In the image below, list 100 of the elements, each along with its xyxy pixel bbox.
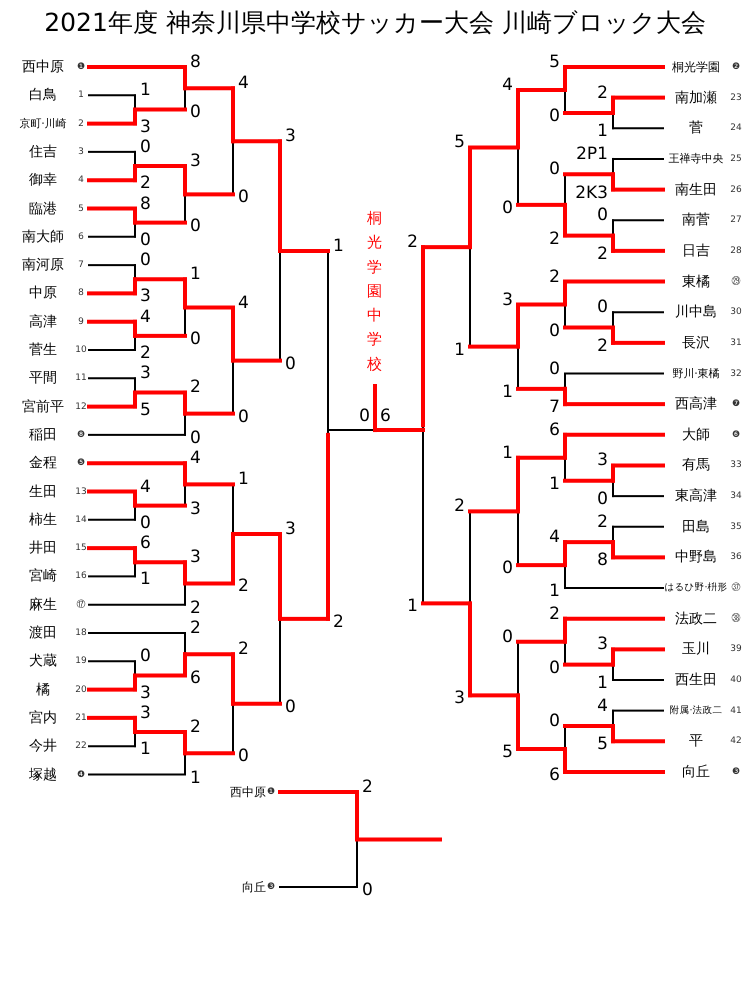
team-name: 南生田 (664, 180, 728, 200)
score: 0 (548, 710, 560, 731)
score: 1 (501, 382, 513, 402)
score: 1 (238, 469, 250, 490)
team-name: 高津 (10, 312, 76, 332)
score: 0 (548, 658, 560, 678)
score: 0 (548, 106, 560, 126)
score: 2 (596, 336, 608, 356)
score: 4 (140, 306, 152, 327)
score: 0 (140, 136, 152, 157)
seed-number: 35 (730, 520, 742, 534)
seed-number: 16 (75, 570, 87, 584)
score: 4 (548, 527, 560, 548)
team-name: 稲田 (10, 424, 76, 445)
seed-number: 4 (77, 174, 85, 188)
team-name: 向丘 (664, 762, 728, 782)
score: 0 (190, 328, 202, 349)
seed-number: 18 (75, 627, 87, 640)
seed-number: ㉙ (730, 275, 742, 289)
team-name: 生田 (10, 482, 76, 502)
seed-number: ㊲ (730, 582, 742, 596)
score: 0 (238, 187, 250, 208)
score: 1 (453, 340, 465, 360)
score: 6 (190, 668, 202, 688)
team-name: 今井 (10, 736, 76, 756)
seed-number: 22 (75, 740, 87, 754)
score: 1 (190, 264, 202, 284)
team-name: 日吉 (664, 240, 728, 261)
score: 1 (190, 768, 202, 788)
score: 4 (238, 292, 250, 313)
seed-number: 21 (75, 712, 87, 725)
seed-number: 8 (77, 287, 85, 300)
score: 2 (548, 228, 560, 249)
seed-number: 2 (77, 118, 85, 131)
score: 2 (140, 343, 152, 363)
score: 3 (190, 547, 202, 568)
score: 2 (596, 244, 608, 264)
team-name: 向丘 (242, 877, 266, 897)
seed-number: 12 (75, 400, 87, 414)
score: 0 (140, 250, 152, 270)
score: 4 (140, 476, 152, 496)
score: 5 (453, 132, 465, 152)
seed-number: 33 (730, 459, 742, 472)
score: 1 (596, 121, 608, 142)
seed-number: ❺ (76, 457, 86, 470)
team-name: 宮前平 (10, 396, 76, 417)
score: 3 (453, 688, 465, 708)
team-name: 渡田 (10, 623, 76, 643)
seed-number: 36 (730, 551, 742, 564)
score: 2K3 (574, 182, 608, 203)
seed-number: 31 (730, 336, 742, 350)
seed-number: ❶ (76, 61, 86, 74)
seed-number: ❸ (730, 766, 742, 779)
score: 2 (140, 173, 152, 194)
score: 1 (333, 236, 345, 256)
score: 0 (140, 512, 152, 533)
score: 3 (285, 126, 297, 146)
seed-number: 39 (730, 643, 742, 656)
score: 2 (190, 717, 202, 738)
seed-number: 24 (730, 122, 742, 136)
score: 4 (501, 74, 513, 95)
score: 3 (285, 518, 297, 539)
score: 2 (548, 266, 560, 287)
score: 8 (140, 194, 152, 214)
seed-number: 32 (730, 368, 742, 380)
score: 4 (190, 448, 202, 468)
score: 3 (140, 702, 152, 723)
team-name: 附属·法政二 (664, 700, 728, 721)
team-name: 塚越 (10, 764, 76, 784)
seed-number: 23 (730, 92, 742, 105)
score: 4 (238, 73, 250, 94)
score: 5 (140, 400, 152, 420)
score: 0 (190, 102, 202, 122)
score: 0 (362, 880, 374, 900)
score: 0 (238, 406, 250, 427)
seed-number: 10 (75, 344, 87, 357)
seed-number: 25 (730, 152, 742, 166)
score: 1 (596, 673, 608, 693)
score: 4 (596, 696, 608, 716)
team-name: 柿生 (10, 510, 76, 530)
seed-number: 3 (77, 146, 85, 159)
team-name: 平間 (10, 368, 76, 388)
team-name: 西生田 (664, 670, 728, 690)
seed-number: 13 (75, 486, 87, 498)
team-name: 京町·川崎 (10, 114, 76, 134)
team-name: 犬蔵 (10, 651, 76, 672)
seed-number: 6 (77, 230, 85, 244)
score: 1 (548, 581, 560, 602)
score: 0 (238, 746, 250, 766)
seed-number: 30 (730, 306, 742, 320)
seed-number: 11 (75, 372, 87, 386)
score: 2 (362, 777, 374, 797)
score: 2P1 (575, 144, 608, 164)
team-name: 住吉 (10, 142, 76, 162)
score: 2 (453, 496, 465, 516)
team-name: 金程 (10, 453, 76, 474)
seed-number: 20 (75, 684, 87, 697)
score: 0 (596, 297, 608, 318)
score: 6 (380, 406, 392, 426)
team-name: 東橘 (664, 272, 728, 292)
